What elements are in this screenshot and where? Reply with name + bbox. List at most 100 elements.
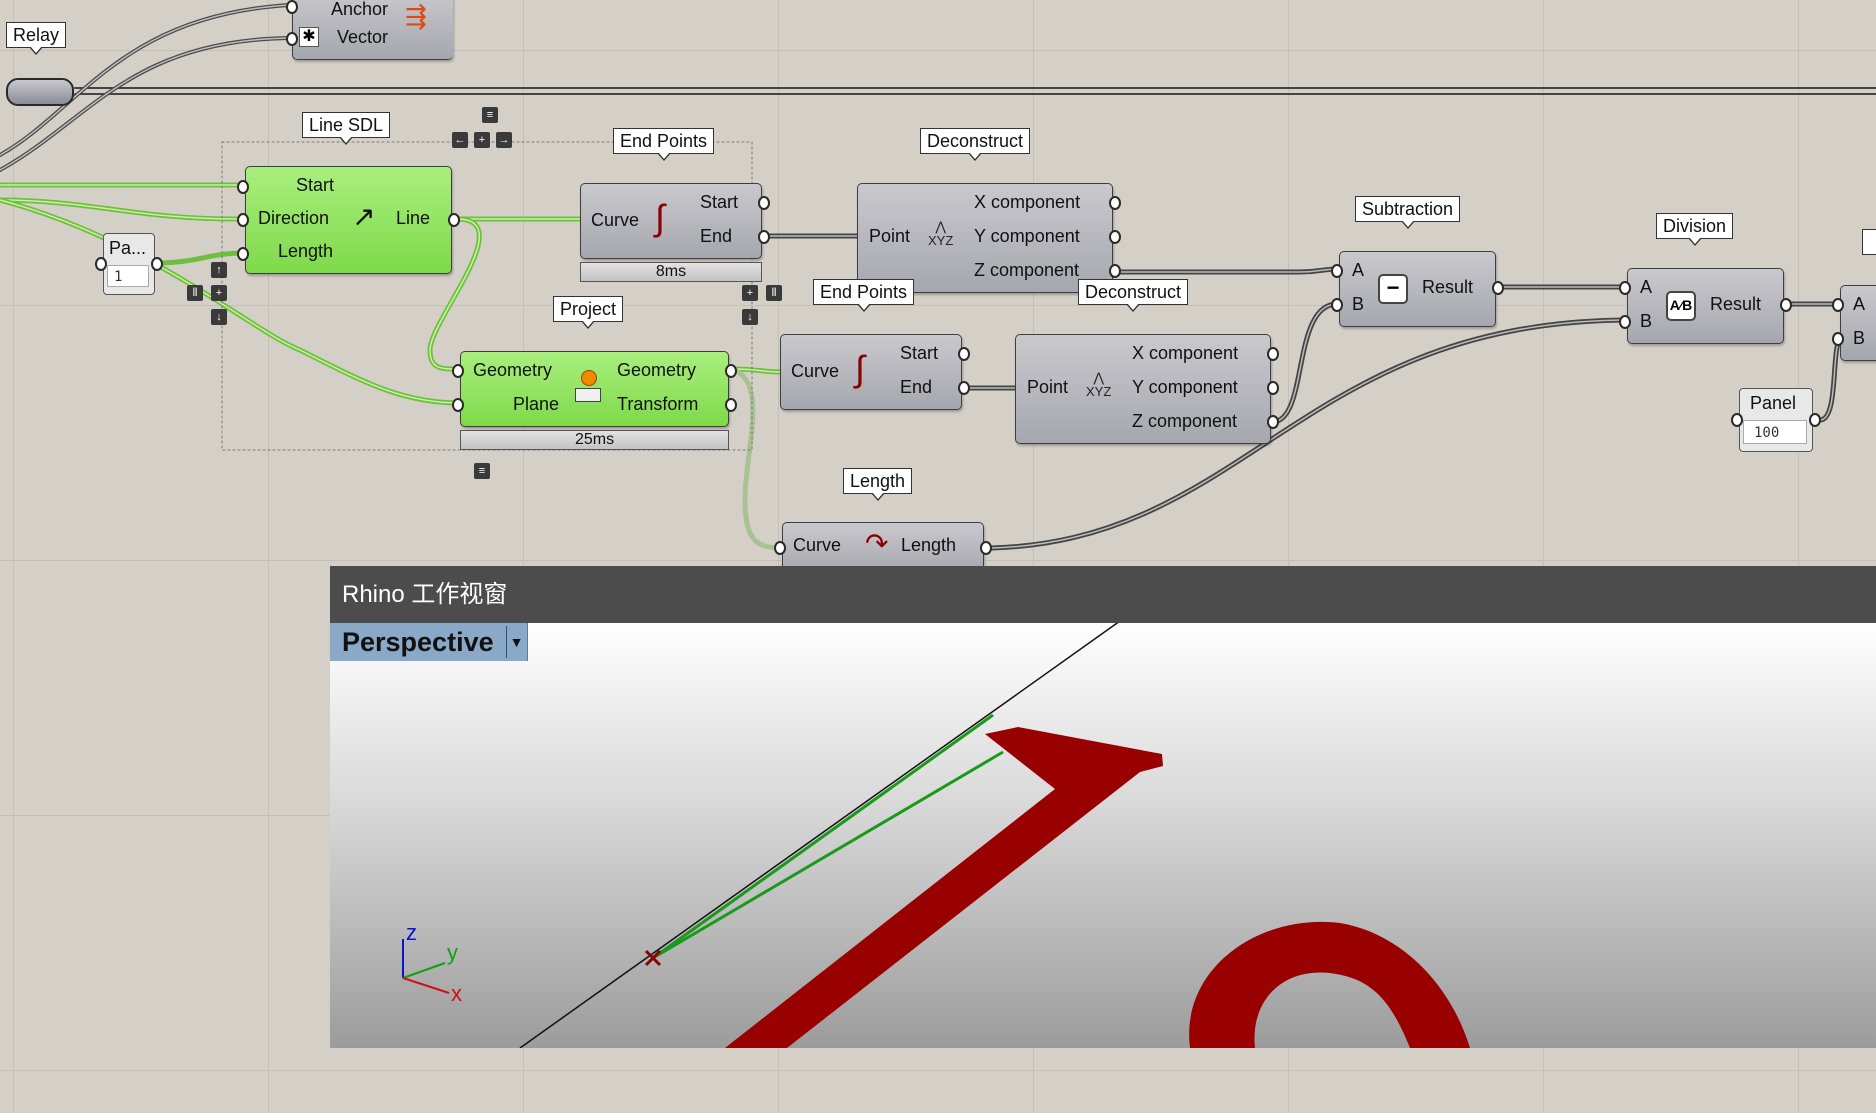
rhino-titlebar[interactable]: Rhino 工作视窗 [330, 566, 1876, 623]
port-label-vector: Vector [337, 27, 389, 47]
port-vector[interactable] [286, 32, 298, 46]
arrow-left-icon[interactable]: ← [452, 132, 468, 148]
port-label-end: End [700, 226, 733, 246]
port-panel-out[interactable] [1809, 413, 1821, 427]
deconstruct-component[interactable]: Point ⋀XYZ X component Y component Z com… [857, 183, 1113, 293]
panel-component[interactable]: Panel 100 [1739, 388, 1813, 452]
plus-icon[interactable]: + [474, 132, 490, 148]
port-end-out[interactable] [958, 381, 970, 395]
port-label-z-component: Z component [974, 260, 1080, 280]
port-next-a[interactable] [1832, 298, 1844, 312]
panel-value: 100 [1743, 420, 1807, 444]
port-label-start: Start [900, 343, 939, 363]
perspective-viewport[interactable]: z y x Perspective ▼ [330, 623, 1876, 1048]
list-icon[interactable]: ≡ [482, 107, 498, 123]
length-tag: Length [843, 468, 913, 501]
port-z-out[interactable] [1109, 264, 1121, 278]
port-div-b[interactable] [1619, 315, 1631, 329]
division-tag: Division [1656, 213, 1734, 246]
port-next-b[interactable] [1832, 332, 1844, 346]
relay-node[interactable] [6, 78, 74, 106]
port-panel-in[interactable] [1731, 413, 1743, 427]
port-label-plane: Plane [513, 394, 560, 414]
port-geometry-in[interactable] [452, 364, 464, 378]
param-component[interactable]: Pa... 1 [103, 233, 155, 295]
arrow-right-icon[interactable]: → [496, 132, 512, 148]
arrow-down-icon[interactable]: ↓ [211, 309, 227, 325]
port-curve-in[interactable] [774, 541, 786, 555]
vector-display-icon: ⇶ [405, 1, 427, 31]
deconstruct-tag: Deconstruct [920, 128, 1031, 161]
list-icon[interactable]: ≡ [474, 463, 490, 479]
wire-proj-length [728, 366, 788, 551]
list-icon[interactable]: ⦀ [187, 285, 203, 301]
port-label-line: Line [396, 208, 431, 228]
port-transform[interactable] [725, 398, 737, 412]
port-sub-b[interactable] [1331, 298, 1343, 312]
port-direction[interactable] [237, 213, 249, 227]
port-label-result: Result [1710, 294, 1762, 314]
panel-name: Panel [1750, 393, 1797, 413]
port-length-out[interactable] [980, 541, 992, 555]
port-y-out[interactable] [1267, 381, 1279, 395]
port-sub-a[interactable] [1331, 264, 1343, 278]
arrow-down-icon[interactable]: ↓ [742, 309, 758, 325]
wire-length-in [157, 250, 246, 266]
port-param-in[interactable] [95, 257, 107, 271]
port-line[interactable] [448, 213, 460, 227]
port-label-curve: Curve [793, 535, 842, 555]
relay-tag: Relay [6, 22, 67, 55]
red-digit-one [725, 727, 1163, 1048]
port-label-a: A [1352, 260, 1365, 280]
port-label-b: B [1853, 328, 1866, 348]
port-x-out[interactable] [1109, 196, 1121, 210]
line-sdl-icon: ↗ [352, 201, 376, 232]
line-sdl-component[interactable]: Start Direction Length ↗ Line [245, 166, 452, 274]
port-start[interactable] [237, 180, 249, 194]
port-label-geometry-out: Geometry [617, 360, 697, 380]
viewport-name[interactable]: Perspective [330, 626, 507, 658]
rhino-viewport-window[interactable]: Rhino 工作视窗 z y x Perspective [330, 566, 1876, 1048]
axis-x-label: x [451, 981, 462, 1006]
point-marker-icon [644, 949, 662, 967]
port-plane[interactable] [452, 398, 464, 412]
port-label-geometry-in: Geometry [473, 360, 553, 380]
axis-y-label: y [447, 940, 458, 965]
plus-icon[interactable]: + [211, 285, 227, 301]
port-label-point: Point [869, 226, 911, 246]
port-div-a[interactable] [1619, 281, 1631, 295]
port-sub-result[interactable] [1492, 281, 1504, 295]
list-icon[interactable]: ⦀ [766, 285, 782, 301]
vector-display-component[interactable]: Anchor Vector ✱ ⇶ [292, 0, 453, 60]
subtraction-tag: Subtraction [1355, 196, 1461, 229]
plus-icon[interactable]: + [742, 285, 758, 301]
port-x-out[interactable] [1267, 347, 1279, 361]
port-start-out[interactable] [758, 196, 770, 210]
port-label-start: Start [700, 192, 739, 212]
port-label-length: Length [901, 535, 957, 555]
subtraction-component[interactable]: A B − Result [1339, 251, 1496, 327]
deconstruct-point-icon: ⋀XYZ [928, 219, 954, 248]
end-points-component[interactable]: Curve ∫ Start End [780, 334, 962, 410]
port-anchor[interactable] [286, 0, 298, 14]
arrow-up-icon[interactable]: ↑ [211, 262, 227, 278]
project-tag: Project [553, 296, 624, 329]
port-end-out[interactable] [758, 230, 770, 244]
port-label-y-component: Y component [974, 226, 1080, 246]
deconstruct-component[interactable]: Point ⋀XYZ X component Y component Z com… [1015, 334, 1271, 444]
port-z-out[interactable] [1267, 415, 1279, 429]
port-div-result[interactable] [1780, 298, 1792, 312]
port-y-out[interactable] [1109, 230, 1121, 244]
port-geometry-out[interactable] [725, 364, 737, 378]
port-label-curve: Curve [591, 210, 640, 230]
end-points-component[interactable]: Curve ∫ Start End [580, 183, 762, 259]
port-length[interactable] [237, 247, 249, 261]
chevron-down-icon[interactable]: ▼ [509, 634, 524, 650]
port-start-out[interactable] [958, 347, 970, 361]
next-component[interactable]: A B [1840, 285, 1876, 361]
division-component[interactable]: A B A⁄B Result [1627, 268, 1784, 344]
viewport-tab[interactable]: Perspective ▼ [330, 623, 528, 661]
project-component[interactable]: Geometry Plane Geometry Transform [460, 351, 729, 427]
asterisk-icon: ✱ [299, 27, 319, 47]
port-param-out[interactable] [151, 257, 163, 271]
